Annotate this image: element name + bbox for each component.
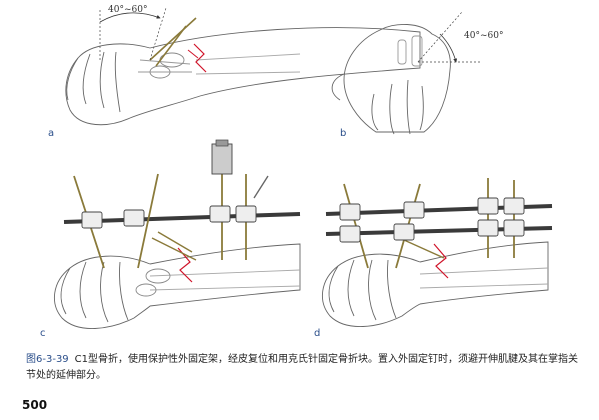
panel-b-angle-label: 40°~60°: [464, 31, 503, 41]
panel-c-drawing: [54, 243, 301, 329]
illustration-area: 40°~60° 40°~60°: [54, 5, 553, 329]
page-number: 500: [22, 398, 48, 412]
caption-text: C1型骨折，使用保护性外固定架，经皮复位和用克氏针固定骨折块。置入外固定钉时，须…: [26, 354, 579, 381]
panel-b-drawing: [331, 24, 451, 135]
panel-d-letter: d: [314, 328, 321, 339]
panel-d-drawing: [322, 241, 549, 327]
panel-a-angle-label: 40°~60°: [108, 5, 147, 15]
panel-a-letter: a: [48, 128, 55, 139]
figure-number: 图6-3-39: [26, 354, 69, 365]
panel-b-letter: b: [340, 128, 347, 139]
panel-a-drawing: [65, 27, 421, 126]
panel-c-letter: c: [40, 328, 46, 339]
